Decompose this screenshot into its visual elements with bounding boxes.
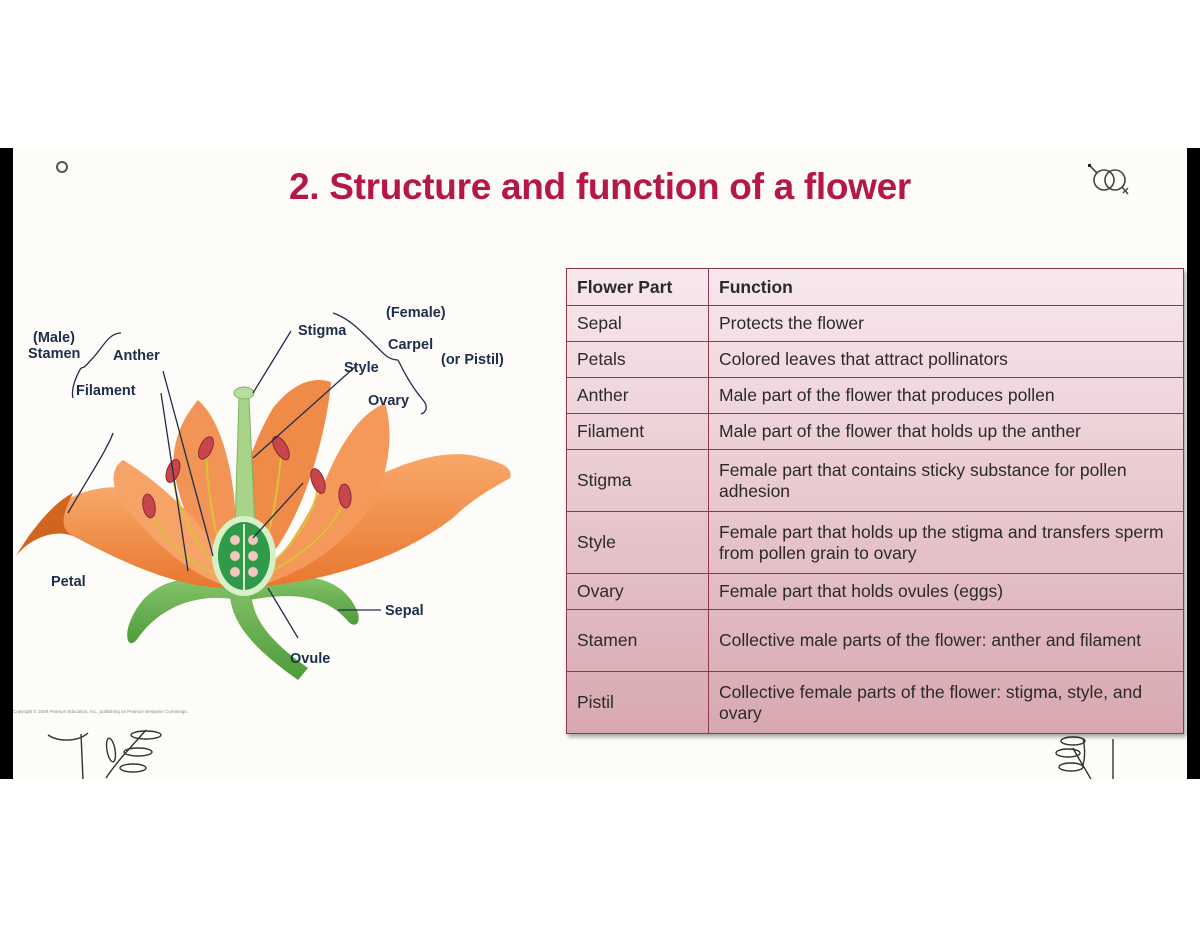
table-row: Stamen Collective male parts of the flow… (566, 609, 1184, 672)
leaf-sketch-icon (1055, 736, 1114, 779)
table-row: Anther Male part of the flower that prod… (566, 377, 1184, 414)
ovules (230, 535, 258, 577)
cell-part: Stigma (566, 449, 709, 512)
flower-diagram (16, 312, 511, 680)
table-row: Style Female part that holds up the stig… (566, 511, 1184, 574)
style (234, 397, 256, 529)
slide: 2. Structure and function of a flower (13, 148, 1187, 779)
table-header-row: Flower Part Function (566, 268, 1184, 306)
cell-part: Style (566, 511, 709, 574)
cell-function: Protects the flower (708, 305, 1184, 342)
sepal-left (127, 578, 238, 644)
table-row: Petals Colored leaves that attract polli… (566, 341, 1184, 378)
label-female: (Female) (386, 305, 446, 321)
cell-part: Petals (566, 341, 709, 378)
cell-part: Filament (566, 413, 709, 450)
cell-function: Female part that holds ovules (eggs) (708, 573, 1184, 610)
cell-part: Ovary (566, 573, 709, 610)
table-row: Filament Male part of the flower that ho… (566, 413, 1184, 450)
petal-far-left-fold (16, 493, 73, 556)
slide-title: 2. Structure and function of a flower (288, 166, 912, 207)
cell-function: Female part that holds up the stigma and… (708, 511, 1184, 574)
label-filament: Filament (76, 383, 136, 399)
letterbox-left (0, 148, 13, 779)
label-style: Style (344, 360, 379, 376)
cell-function: Male part of the flower that produces po… (708, 377, 1184, 414)
stem (229, 578, 308, 680)
label-ovary: Ovary (368, 393, 410, 409)
table-row: Sepal Protects the flower (566, 305, 1184, 342)
anthers (142, 435, 352, 519)
cell-function: Collective female parts of the flower: s… (708, 671, 1184, 734)
label-ovule: Ovule (290, 651, 331, 667)
petal-right-2 (253, 403, 390, 588)
label-carpel: Carpel (388, 337, 434, 353)
label-stigma: Stigma (298, 323, 347, 339)
cell-part: Stamen (566, 609, 709, 672)
cell-function: Collective male parts of the flower: ant… (708, 609, 1184, 672)
petal-front-left (113, 460, 233, 588)
male-female-symbol-icon (1088, 164, 1129, 195)
cell-part: Sepal (566, 305, 709, 342)
cell-part: Anther (566, 377, 709, 414)
label-petal: Petal (51, 574, 86, 590)
cell-function: Male part of the flower that holds up th… (708, 413, 1184, 450)
leader-lines (67, 312, 427, 639)
circle-bullet-icon (56, 161, 68, 173)
stigma (233, 386, 255, 400)
label-sepal: Sepal (385, 603, 424, 619)
table-row: Ovary Female part that holds ovules (egg… (566, 573, 1184, 610)
cell-part: Pistil (566, 671, 709, 734)
header-flower-part: Flower Part (566, 268, 709, 306)
copyright-notice: Copyright © 2008 Pearson Education, Inc.… (13, 709, 188, 714)
cell-function: Colored leaves that attract pollinators (708, 341, 1184, 378)
label-male: (Male) (33, 330, 75, 346)
label-stamen: Stamen (28, 346, 81, 362)
table-row: Stigma Female part that contains sticky … (566, 449, 1184, 512)
label-anther: Anther (113, 348, 160, 364)
cell-function: Female part that contains sticky substan… (708, 449, 1184, 512)
letterbox-right (1187, 148, 1200, 779)
sepal-right (249, 577, 359, 625)
label-or-pistil: (or Pistil) (441, 352, 504, 368)
flower-parts-table: Flower Part Function Sepal Protects the … (566, 268, 1184, 734)
leaf-sketch-icon (47, 729, 162, 779)
table-row: Pistil Collective female parts of the fl… (566, 671, 1184, 734)
header-function: Function (708, 268, 1184, 306)
